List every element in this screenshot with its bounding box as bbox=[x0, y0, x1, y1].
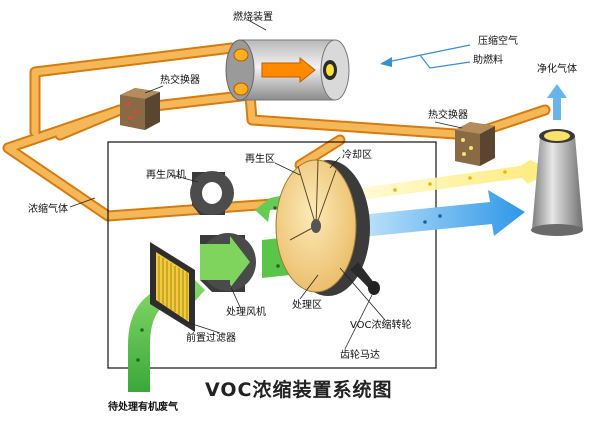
concentrated-gas-label: 浓缩气体 bbox=[28, 204, 68, 215]
yellow-air-flow bbox=[360, 160, 552, 200]
voc-rotor-label: VOC浓缩转轮 bbox=[350, 320, 412, 331]
pre-filter-label: 前置过滤器 bbox=[186, 333, 236, 344]
gear-motor-label: 齿轮马达 bbox=[340, 350, 380, 361]
heat-exchanger-right bbox=[455, 122, 495, 166]
system-frame bbox=[107, 141, 437, 369]
clean-gas-arrow bbox=[547, 84, 567, 120]
heat-exchanger-left bbox=[120, 88, 160, 130]
burner-device bbox=[225, 39, 350, 101]
inlet-gas-label: 待处理有机废气 bbox=[108, 402, 178, 413]
exhaust-stack bbox=[531, 129, 583, 236]
compressed-air-callout bbox=[380, 44, 471, 69]
blue-air-flow bbox=[360, 190, 525, 237]
compressed-air-label: 压缩空气 bbox=[478, 36, 518, 47]
heat-exchanger-left-label: 热交换器 bbox=[160, 75, 200, 86]
regen-fan-label: 再生风机 bbox=[146, 170, 186, 181]
auxiliary-fuel-label: 助燃料 bbox=[473, 55, 503, 66]
leader-lines bbox=[69, 19, 463, 350]
pre-filter bbox=[150, 242, 195, 332]
burner-label: 燃烧装置 bbox=[233, 12, 273, 23]
process-zone-label: 处理区 bbox=[292, 300, 322, 311]
regen-fan bbox=[190, 171, 234, 215]
cooling-zone-label: 冷却区 bbox=[342, 150, 372, 161]
process-fan-label: 处理风机 bbox=[226, 307, 266, 318]
voc-rotor bbox=[275, 159, 380, 296]
clean-gas-label: 净化气体 bbox=[537, 64, 577, 75]
concentrated-gas-pipes bbox=[2, 42, 551, 222]
diagram-title: VOC浓缩装置系统图 bbox=[205, 379, 393, 401]
regen-zone-label: 再生区 bbox=[245, 154, 275, 165]
heat-exchanger-right-label: 热交换器 bbox=[428, 110, 468, 121]
